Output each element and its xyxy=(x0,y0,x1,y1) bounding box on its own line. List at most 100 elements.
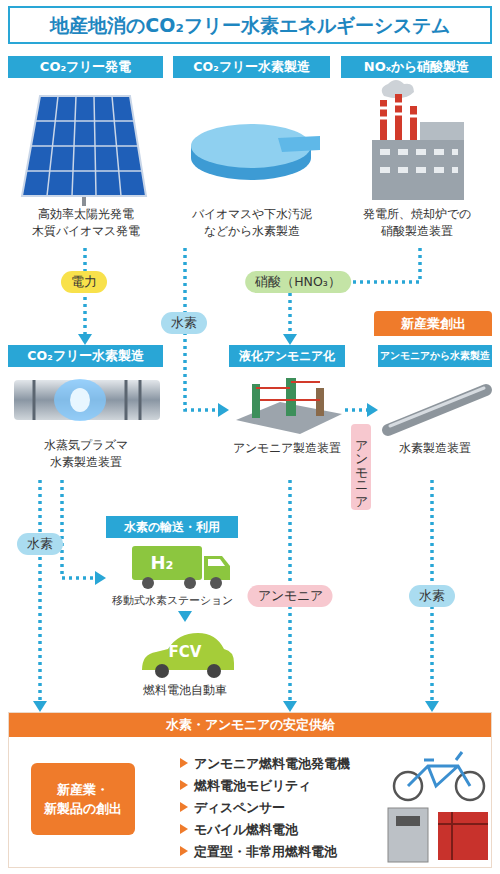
plant-column xyxy=(316,388,324,416)
chimney xyxy=(395,94,402,140)
flow-connector xyxy=(78,248,92,345)
factory-roof xyxy=(420,122,464,140)
bullet-triangle xyxy=(180,824,188,834)
car-caption: 燃料電池自動車 xyxy=(137,682,233,698)
biomass-disk xyxy=(191,124,320,180)
list-item: モバイル燃料電池 xyxy=(194,821,298,838)
generator xyxy=(438,812,488,860)
arrow-head xyxy=(218,403,229,417)
plant-column xyxy=(252,384,260,418)
factory-windows xyxy=(380,152,458,170)
dotted-line xyxy=(38,480,42,701)
disk-wedge xyxy=(278,136,320,152)
arrow-head xyxy=(78,334,92,345)
process-box: NOₓから硝酸製造発電所、焼却炉での 硝酸製造装置 xyxy=(341,56,492,248)
panel-surface xyxy=(22,96,146,196)
box-body: 水素製造装置 xyxy=(380,440,490,457)
box-body: 高効率太陽光発電 木質バイオマス発電 xyxy=(10,206,161,240)
box-body: 水蒸気プラズマ 水素製造装置 xyxy=(10,437,161,471)
list-item: ディスペンサー xyxy=(194,799,285,816)
bullet-triangle xyxy=(180,802,188,812)
flow-label: 水素 xyxy=(17,533,63,555)
process-box: 液化アンモニア化アンモニア製造装置 xyxy=(229,345,345,480)
unit-panel xyxy=(396,816,420,826)
plasma-glow xyxy=(54,379,106,421)
ammonia-plant xyxy=(236,378,342,434)
arrow-head xyxy=(283,701,297,712)
panel-stand xyxy=(82,196,86,206)
arrow-head xyxy=(33,701,47,712)
chimney xyxy=(410,106,417,140)
truck-wheel xyxy=(142,577,154,589)
hydrogen-device xyxy=(388,388,486,430)
box-text: 新産業創出 xyxy=(374,311,492,336)
car-node: FCV燃料電池自動車 xyxy=(137,622,233,702)
flow-label: 電力 xyxy=(61,271,107,293)
plant-column xyxy=(286,378,296,416)
supply-panel: 水素・アンモニアの安定供給アンモニア燃料電池発電機燃料電池モビリティディスペンサ… xyxy=(8,712,492,868)
list-item: 定置型・非常用燃料電池 xyxy=(194,843,337,860)
bullet-triangle xyxy=(180,846,188,856)
tube-rings xyxy=(34,380,140,420)
flow-label: 水素 xyxy=(409,585,455,607)
flow-connector xyxy=(62,480,106,585)
plasma-core xyxy=(70,388,90,412)
box-header: CO₂フリー発電 xyxy=(8,56,163,78)
truck-wheel xyxy=(184,577,196,589)
truck-wheel xyxy=(210,577,222,589)
flow-label: 水素 xyxy=(161,312,207,334)
flow-label: アンモニア xyxy=(248,585,333,607)
arrow-head xyxy=(283,334,297,345)
hydrogen-truck xyxy=(132,546,230,589)
process-box: アンモニアから水素製造水素製造装置 xyxy=(378,345,492,480)
box-body: 発電所、焼却炉での 硝酸製造装置 xyxy=(343,206,490,240)
box-body: バイオマスや下水汚泥 などから水素製造 xyxy=(175,206,328,240)
generator-frame xyxy=(438,812,488,860)
truck-label: H₂ xyxy=(151,553,174,573)
flow-label: アンモニア xyxy=(351,424,371,510)
flow-connector xyxy=(178,611,192,622)
plasma-device xyxy=(14,379,160,421)
box-header: CO₂フリー水素製造 xyxy=(8,345,163,367)
list-item: アンモニア燃料電池発電機 xyxy=(194,755,350,772)
arrow-head xyxy=(95,571,106,585)
process-box: CO₂フリー水素製造バイオマスや下水汚泥 などから水素製造 xyxy=(173,56,330,248)
device-tube xyxy=(388,390,486,430)
panel-grid xyxy=(27,96,143,196)
box-body: 移動式水素ステーション xyxy=(108,592,236,609)
chimney-stripes xyxy=(380,104,417,118)
box-header: CO₂フリー水素製造 xyxy=(173,56,330,78)
chimney xyxy=(380,100,387,140)
box-header: アンモニアから水素製造 xyxy=(378,345,492,367)
box-body: アンモニア製造装置 xyxy=(231,440,343,457)
box-header: 液化アンモニア化 xyxy=(229,345,345,367)
car-wheel xyxy=(207,664,221,678)
bullet-triangle xyxy=(180,780,188,790)
dotted-line xyxy=(62,480,95,578)
box-header: 水素の輸送・利用 xyxy=(106,516,238,538)
arrow-head xyxy=(178,611,192,622)
factory-building xyxy=(372,140,464,200)
plasma-tube xyxy=(14,380,160,420)
arrow-head xyxy=(425,701,439,712)
dotted-line xyxy=(345,408,367,412)
process-box: CO₂フリー水素製造水蒸気プラズマ 水素製造装置 xyxy=(8,345,163,480)
process-box: CO₂フリー発電高効率太陽光発電 木質バイオマス発電 xyxy=(8,56,163,248)
truck-cab xyxy=(204,556,230,580)
flow-connector xyxy=(345,403,378,417)
highlight-box: 新産業・ 新製品の創出 xyxy=(31,763,135,835)
truck-cargo xyxy=(132,546,202,580)
fuel-cell-unit xyxy=(388,808,428,862)
flow-label: 硝酸（HNO₃） xyxy=(245,271,351,293)
diagram-title: 地産地消のCO₂フリー水素エネルギーシステム xyxy=(8,6,492,44)
tag-box: 新産業創出 xyxy=(374,311,492,336)
arrow-head xyxy=(367,403,378,417)
list-item: 燃料電池モビリティ xyxy=(194,777,311,794)
supply-band: 水素・アンモニアの安定供給 xyxy=(9,713,491,737)
plant-pipes xyxy=(256,382,320,400)
bullet-triangle xyxy=(180,758,188,768)
device-highlight xyxy=(390,388,484,426)
